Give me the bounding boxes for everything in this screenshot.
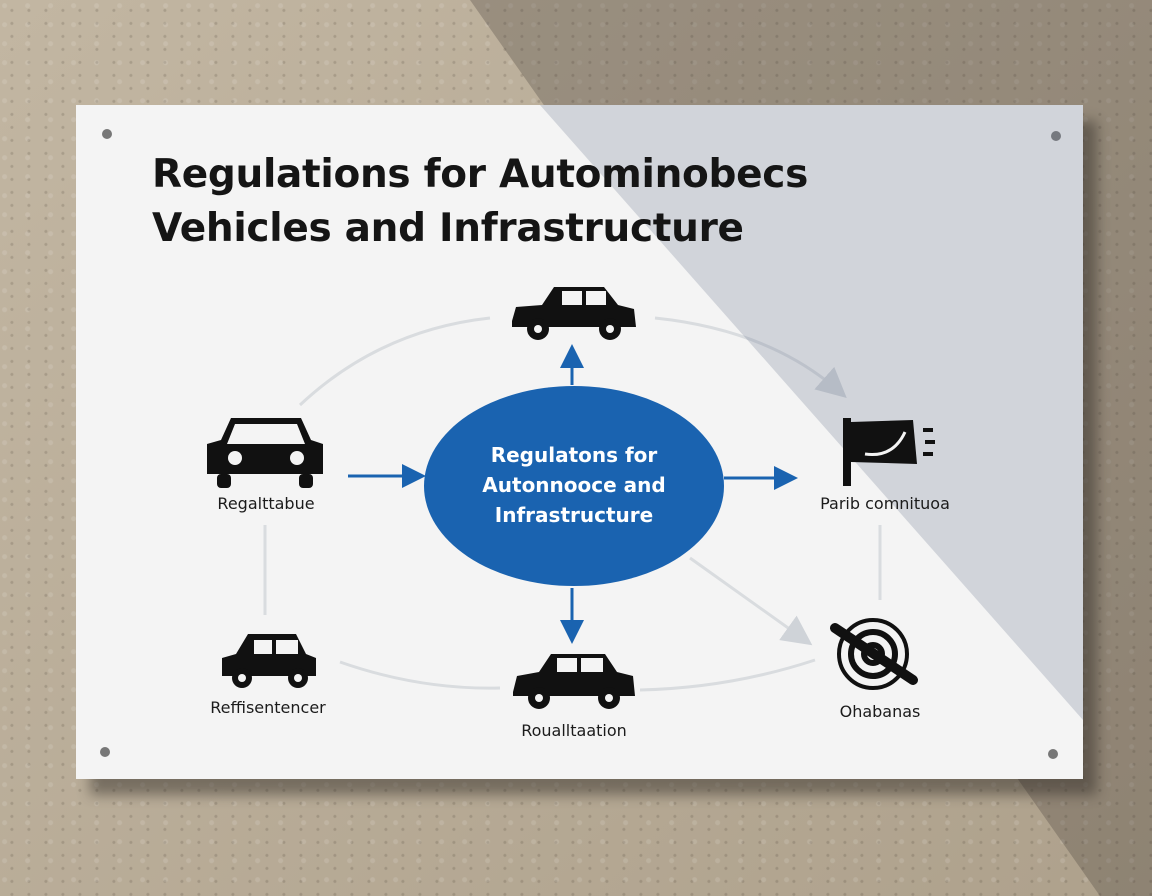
center-text-line2: Autonnooce and	[482, 473, 666, 497]
blue-arrows	[348, 344, 798, 644]
sign-title-line2: Vehicles and Infrastructure	[152, 206, 744, 251]
car-icon	[207, 418, 323, 488]
node-label: Parib comnituoa	[820, 494, 950, 513]
sign-shadow	[540, 105, 1083, 720]
center-text-line3: Infrastructure	[494, 503, 654, 527]
sign-title-line1: Regulations for Autominobecs	[152, 152, 809, 197]
node-label: Reffisentencer	[210, 698, 326, 717]
car-icon	[222, 634, 316, 688]
car-icon	[513, 654, 635, 709]
node-label: Regalttabue	[217, 494, 315, 513]
flag-icon	[843, 418, 935, 486]
node-label: Ohabanas	[839, 702, 921, 721]
no-steering-icon	[830, 618, 918, 690]
car-icon	[512, 287, 636, 340]
center-node	[424, 386, 724, 586]
connector-curves	[263, 316, 882, 692]
screws	[100, 129, 1061, 759]
center-text-line1: Regulatons for	[490, 443, 658, 467]
node-label: Roualltaation	[521, 721, 627, 740]
